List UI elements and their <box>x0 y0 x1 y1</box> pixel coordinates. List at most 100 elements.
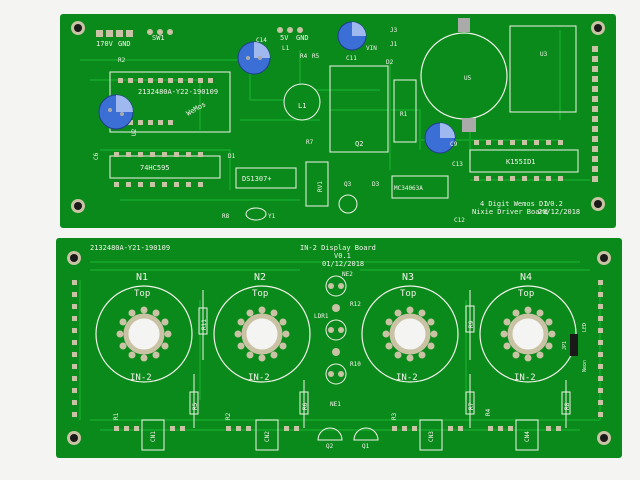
bottom-version: V0.1 <box>334 252 351 260</box>
label-5v: 5V <box>280 34 289 42</box>
ref-cn2: CN2 <box>264 431 271 442</box>
cap-c7 <box>98 94 134 130</box>
bottom-resistors <box>189 290 571 428</box>
top-title-line1: 4 Digit Wemos D1 <box>480 200 547 208</box>
ic-u4: MC34063A <box>391 175 449 199</box>
bottom-chip-id: 2132480A-Y21-190109 <box>90 244 170 252</box>
ref-cn3: CN3 <box>428 431 435 442</box>
ref-r9: R9 <box>468 320 475 328</box>
u4-label: MC34063A <box>394 185 423 192</box>
ic-u5: DS1307+ <box>235 167 297 189</box>
bottom-mounting-holes <box>67 251 611 445</box>
ref-r2: R2 <box>225 412 232 420</box>
ref-r7: R7 <box>306 139 314 146</box>
ref-c11: C12 <box>454 217 465 224</box>
tube-n1-top: Top <box>134 289 150 299</box>
u6-label: K155ID1 <box>506 158 536 166</box>
ref-r1: R1 <box>113 412 120 420</box>
ic-u6: K155ID1 <box>469 140 579 181</box>
ref-cn4: CN4 <box>524 431 531 442</box>
label-gnd-2: GND <box>296 34 309 42</box>
top-title-line2: Nixie Driver Board <box>472 208 548 216</box>
tube-n4-top: Top <box>518 289 534 299</box>
ref-jp1: JP1 <box>562 341 568 350</box>
ref-neon: Neon <box>582 360 588 372</box>
ref-ne1: NE1 <box>330 401 341 408</box>
bottom-connectors <box>141 419 539 451</box>
ref-r8: R8 <box>222 213 230 220</box>
top-right-header-pads <box>592 46 598 182</box>
u5-label: DS1307+ <box>242 175 272 183</box>
label-j1: J1 <box>390 41 398 48</box>
q2-outline <box>329 65 389 153</box>
ref-rv1: RV1 <box>317 181 324 192</box>
bottom-pcb: 2132480A-Y21-190109 IN-2 Display Board V… <box>56 238 622 458</box>
tube-n3-type: IN-2 <box>396 373 418 383</box>
ref-q1: Q1 <box>362 443 370 450</box>
trimmer-rv1 <box>305 161 329 207</box>
ref-y1: Y1 <box>268 213 276 220</box>
inductor-l1 <box>283 83 321 121</box>
ref-r5: R5 <box>312 53 320 60</box>
label-sw1: SW1 <box>152 34 165 42</box>
tube-n3-name: N3 <box>402 272 414 283</box>
ic-u1: 74HC595 <box>109 152 221 187</box>
top-left-header-pads <box>96 27 303 37</box>
ref-c6: C6 <box>93 152 100 160</box>
ref-r10: R10 <box>350 361 361 368</box>
tube-n4: N4 Top IN-2 <box>479 272 577 383</box>
ref-r4: R4 <box>300 53 308 60</box>
ref-u2: U2 <box>131 128 138 136</box>
tube-n4-name: N4 <box>520 272 532 283</box>
tube-n1: N1 Top IN-2 <box>95 272 193 383</box>
ref-r3: R3 <box>391 412 398 420</box>
tube-n4-type: IN-2 <box>514 373 536 383</box>
r1-outline <box>393 79 417 143</box>
ref-r12: R12 <box>350 301 361 308</box>
ref-r5: R5 <box>192 402 199 410</box>
ref-c13: C14 <box>256 37 267 44</box>
top-mounting-holes <box>71 21 605 213</box>
cap-c13 <box>237 41 271 75</box>
bottom-row-pads <box>114 426 561 431</box>
tube-n2: N2 Top IN-2 <box>213 272 311 383</box>
cap-c9 <box>424 122 456 154</box>
label-j3: J3 <box>390 27 398 34</box>
ref-r2: R2 <box>118 57 126 64</box>
bottom-side-pads <box>72 280 603 417</box>
cap-c10 <box>337 21 367 51</box>
ref-r11: R11 <box>201 319 208 330</box>
ref-r6: R6 <box>302 402 309 410</box>
q2-label: Q2 <box>355 140 363 148</box>
ref-r4: R4 <box>485 408 492 416</box>
top-pcb: 170V GND SW1 5V GND VIN J3 J1 2132480A-Y… <box>60 14 616 228</box>
ref-ne2: NE2 <box>342 271 353 278</box>
label-gnd-1: GND <box>118 40 131 48</box>
u3-outline <box>509 25 577 113</box>
tube-n2-name: N2 <box>254 272 266 283</box>
ref-d1: D2 <box>386 59 394 66</box>
ref-q2: Q2 <box>326 443 334 450</box>
ref-led: LED <box>582 323 588 332</box>
bt1-label: U5 <box>464 75 472 82</box>
bottom-title: IN-2 Display Board <box>300 244 376 252</box>
bottom-date: 01/12/2018 <box>322 260 364 268</box>
ref-r8: R8 <box>564 402 571 410</box>
jumper-jp1 <box>570 334 578 356</box>
tube-n3: N3 Top IN-2 <box>361 272 459 383</box>
ref-c10: C11 <box>346 55 357 62</box>
ref-d2: D3 <box>372 181 380 188</box>
tube-n2-type: IN-2 <box>248 373 270 383</box>
center-neon-ldr <box>325 275 347 385</box>
ref-r7: R7 <box>468 402 475 410</box>
ref-q3: Q3 <box>344 181 352 188</box>
top-chip-id: 2132480A-Y22-190109 <box>138 88 218 96</box>
ref-d3: L1 <box>282 45 290 52</box>
ref-c14: D1 <box>228 153 236 160</box>
label-170v: 170V <box>96 40 114 48</box>
l1-label: L1 <box>298 102 306 110</box>
ref-c9: C9 <box>450 141 458 148</box>
bottom-transistors <box>317 427 379 441</box>
ref-ldr1: LDR1 <box>314 313 329 320</box>
